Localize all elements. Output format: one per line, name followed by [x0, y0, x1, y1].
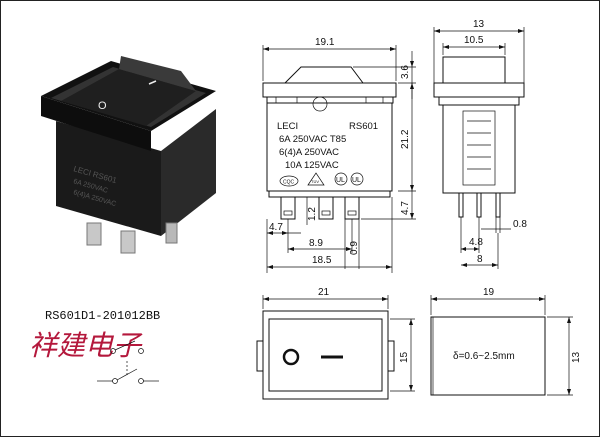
dim-height-body: 21.2 [400, 129, 411, 149]
part-number: RS601D1-201012BB [45, 309, 160, 323]
dim-pin-thick: 0.9 [349, 241, 360, 255]
svg-text:O: O [98, 100, 107, 112]
dim-width-top: 19.1 [315, 37, 335, 48]
front-label-rating-3: 10A 125VAC [285, 160, 339, 171]
front-label-rating-2: 6(4)A 250VAC [279, 147, 339, 158]
dim-height-top: 3.6 [400, 65, 411, 79]
dim-side-width-inner: 10.5 [464, 35, 484, 46]
off-symbol-icon [282, 348, 300, 366]
switch-photo: O LECI RS601 6A 250VAC 6(4)A 250VAC [41, 56, 216, 254]
dim-side-pin-w: 0.8 [513, 219, 527, 230]
side-view: 13 10.5 0.8 4.8 8 [433, 19, 527, 269]
dim-panel-side-width: 19 [483, 287, 495, 298]
panel-cutout-view: 21 15 [256, 287, 415, 400]
cqc-mark-icon [279, 175, 299, 187]
cert-cqc: CQC [283, 180, 295, 186]
dim-pin-left: 4.7 [269, 222, 283, 233]
delta-note: δ=0.6~2.5mm [453, 351, 515, 362]
front-label-model: RS601 [349, 121, 378, 132]
dim-pin-gap: 1.2 [307, 207, 318, 221]
front-label-rating-1: 6A 250VAC T85 [279, 134, 346, 145]
cert-ul: UL [336, 177, 345, 184]
switch-symbol-icon [97, 340, 159, 384]
dim-side-pin-span1: 4.8 [469, 237, 483, 248]
dim-width-total: 18.5 [312, 255, 332, 266]
ul-mark-icon [334, 172, 348, 186]
front-view: LECI RS601 6A 250VAC T85 6(4)A 250VAC 10… [262, 37, 416, 273]
dim-side-width-outer: 13 [473, 19, 485, 30]
dim-cutout-width: 21 [318, 287, 330, 298]
svg-text:UL: UL [352, 177, 361, 184]
dim-panel-side-height: 13 [571, 351, 582, 363]
tuv-mark-icon [307, 172, 325, 186]
brand-name: 祥建电子 [29, 329, 143, 362]
dim-pin-span: 8.9 [309, 238, 323, 249]
front-label-brand: LECI [277, 121, 298, 132]
dim-side-pin-span2: 8 [477, 254, 483, 265]
cert-tuv: TÜV [311, 179, 319, 184]
dim-height-pin: 4.7 [400, 201, 411, 215]
panel-side-view: δ=0.6~2.5mm 19 13 [430, 287, 582, 396]
dim-cutout-height: 15 [399, 351, 410, 363]
